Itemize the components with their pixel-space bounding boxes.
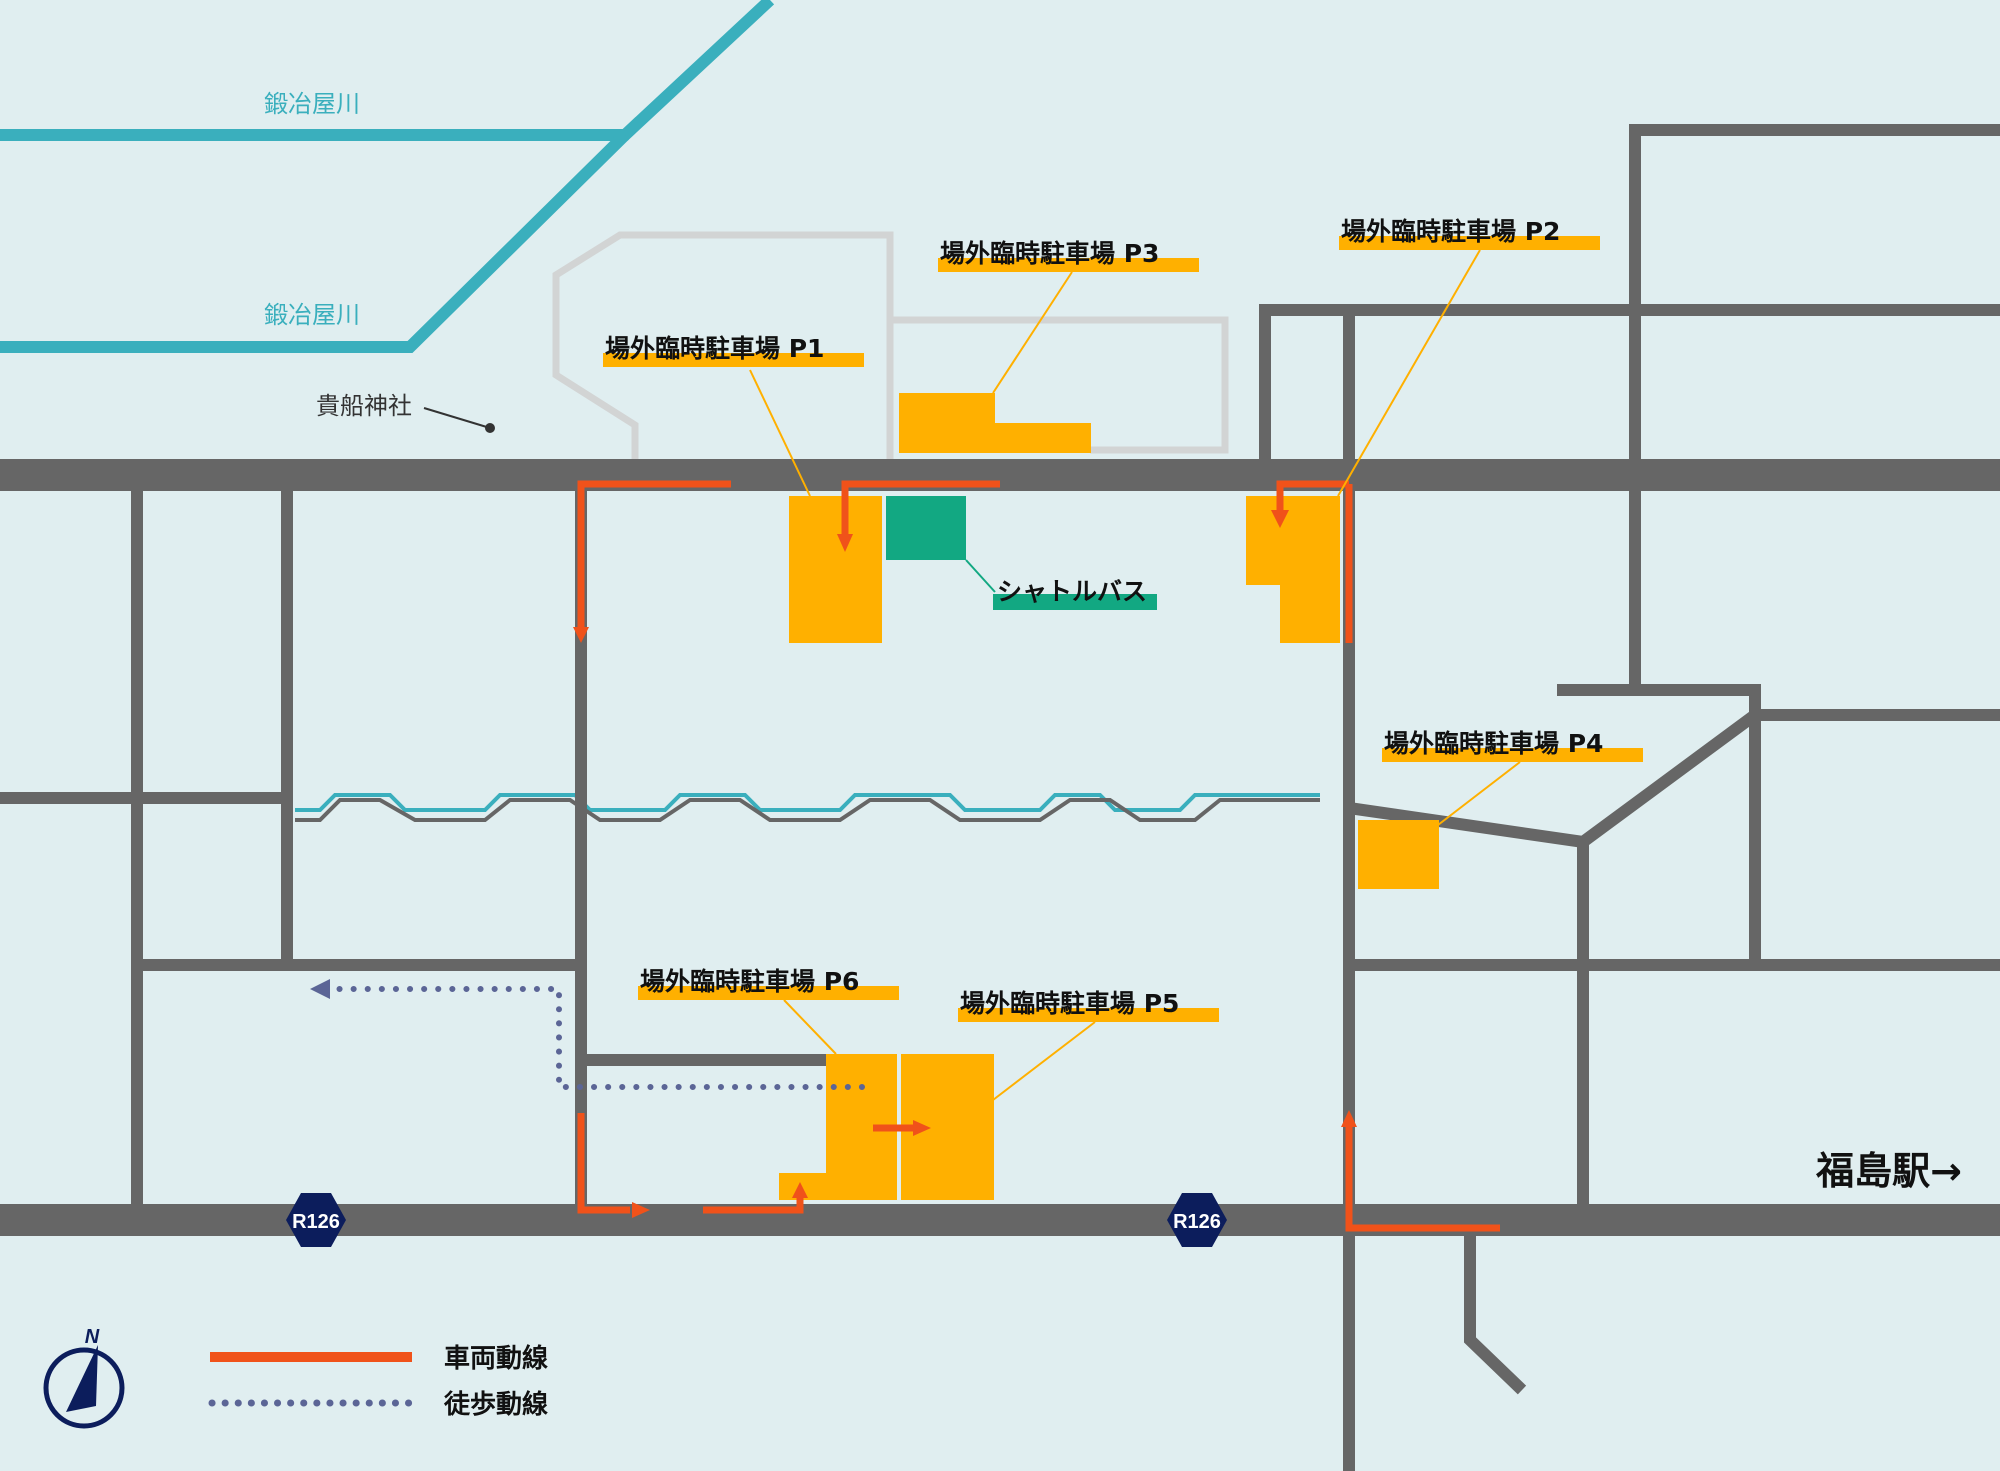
station-label: 福島駅→ [1815, 1149, 1962, 1193]
parking-lot-p6 [779, 1054, 897, 1200]
label-bg-p4 [1382, 748, 1643, 762]
compass-needle-icon [66, 1345, 98, 1412]
arrowhead-sw-right [632, 1202, 650, 1218]
road-south-spur [1464, 1220, 1527, 1395]
leader-p4 [1437, 761, 1521, 826]
route-badge-shape [1167, 1193, 1227, 1247]
arrowhead-p1-down [837, 534, 853, 552]
river-label-lower: 鍛冶屋川 [264, 301, 360, 329]
venue-outlines [552, 231, 1229, 470]
walk-route-line [322, 986, 865, 1090]
label-bg-p2 [1339, 236, 1600, 250]
arrowhead-p6-up [792, 1182, 808, 1198]
route-badge-west: R126 [286, 1193, 346, 1247]
venue-outline-right [890, 316, 1229, 454]
vehicle-arrowheads [573, 510, 1357, 1218]
shrine-leader [423, 407, 491, 429]
arrowhead-east-up [1341, 1110, 1357, 1127]
leader-p1 [749, 369, 811, 497]
leader-p3 [992, 271, 1073, 394]
vehicle-route-p1 [841, 480, 1000, 540]
arrowhead-p5-right [913, 1120, 931, 1136]
compass: N [43, 1326, 125, 1429]
railway-line-1 [295, 793, 1320, 812]
route-badge-label: R126 [292, 1211, 340, 1233]
parking-label-p5: 場外臨時駐車場 P5 [960, 989, 1179, 1018]
road-east-block [1557, 684, 1761, 965]
river-label-upper: 鍛冶屋川 [264, 90, 360, 118]
shuttle-bus-stop [886, 496, 966, 560]
parking-label-p4: 場外臨時駐車場 P4 [1384, 729, 1603, 758]
road-far-north-east [1629, 124, 2000, 475]
railway [295, 793, 1320, 822]
leader-p5 [992, 1021, 1096, 1101]
parking-lot-p3 [899, 393, 1091, 453]
leader-p6 [783, 999, 837, 1055]
label-bg-p1 [603, 353, 864, 367]
compass-ring [43, 1347, 125, 1429]
shrine-marker [485, 423, 495, 433]
vehicle-route-east [1345, 1125, 1500, 1232]
parking-label-p6: 場外臨時駐車場 P6 [640, 967, 859, 996]
walk-route-arrowhead [310, 979, 330, 999]
venue-outline-left [552, 231, 894, 470]
road-north-east [1259, 304, 2000, 475]
parking-lot-p1 [789, 496, 882, 643]
compass-north-label: N [85, 1326, 100, 1348]
railway-line-2 [295, 798, 1320, 822]
parking-label-p2: 場外臨時駐車場 P2 [1341, 217, 1560, 246]
parking-leaders [749, 249, 1521, 1101]
parking-label-bgs [603, 236, 1643, 1022]
parking-label-p1: 場外臨時駐車場 P1 [605, 334, 824, 363]
parking-lot-p2 [1246, 496, 1340, 643]
walk-route [322, 986, 865, 1090]
river-lower [0, 130, 630, 353]
legend-vehicle-label: 車両動線 [444, 1343, 548, 1374]
parking-lots [779, 393, 1439, 1200]
rivers [0, 0, 775, 353]
route-badge-shape [286, 1193, 346, 1247]
parking-label-p3: 場外臨時駐車場 P3 [940, 239, 1159, 268]
label-bg-p6 [638, 986, 899, 1000]
legend-walk-label: 徒歩動線 [443, 1389, 548, 1420]
shuttle-leader [965, 559, 996, 593]
route-badge-east: R126 [1167, 1193, 1227, 1247]
parking-lot-p4 [1358, 820, 1439, 889]
vehicle-route-sw [577, 1113, 630, 1214]
vehicle-route-p6 [703, 1195, 804, 1214]
shuttle-label-bg [993, 594, 1157, 610]
legend: 車両動線 徒歩動線 [208, 1343, 548, 1420]
shrine-label: 貴船神社 [316, 392, 412, 420]
label-bg-p5 [958, 1008, 1219, 1022]
route-badge-label: R126 [1173, 1211, 1221, 1233]
label-bg-p3 [938, 258, 1199, 272]
arrowhead-p2-down [1271, 510, 1289, 528]
vehicle-route-west [577, 480, 731, 630]
arrowhead-west-down [573, 627, 589, 643]
vehicle-route-p2 [1276, 480, 1349, 515]
leader-p2 [1337, 249, 1481, 497]
shuttle-label: シャトルバス [997, 577, 1147, 606]
parking-labels: 場外臨時駐車場 P1 場外臨時駐車場 P2 場外臨時駐車場 P3 場外臨時駐車場… [605, 217, 1603, 1018]
vehicle-routes [577, 480, 1500, 1232]
